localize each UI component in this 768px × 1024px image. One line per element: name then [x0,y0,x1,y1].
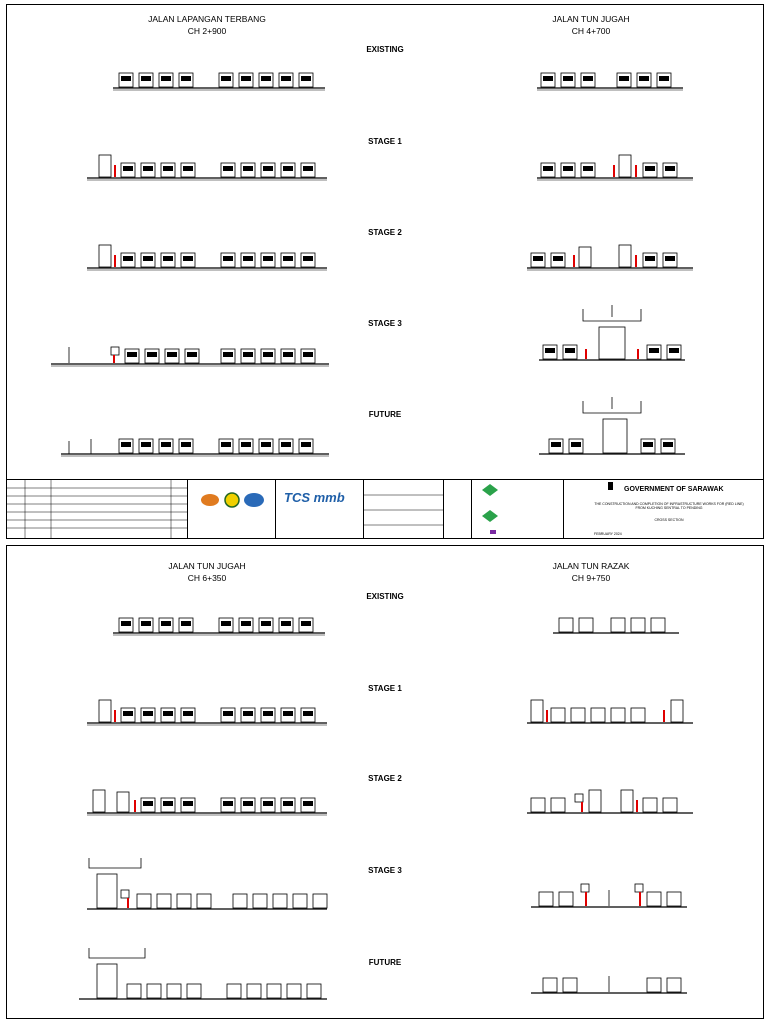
cross-section [535,151,695,187]
approval-block [363,480,443,539]
stage-label-existing: EXISTING [366,592,404,601]
drawing-sheet-2: JALAN TUN JUGAH CH 6+350 JALAN TUN RAZAK… [6,545,764,1019]
road-cross-section-drawing [113,72,325,91]
location-name: JALAN LAPANGAN TERBANG [148,14,266,24]
cross-section [525,786,695,822]
right-location-header: JALAN TUN RAZAK CH 9+750 [481,560,701,584]
cross-section [537,303,687,367]
left-location-header: JALAN TUN JUGAH CH 6+350 [97,560,317,584]
cross-section [77,942,329,1002]
cross-section [525,241,695,277]
stage-label-existing: EXISTING [366,45,404,54]
cross-section [551,612,681,642]
revision-table [7,480,187,539]
cross-section [111,67,327,97]
client-logos [471,480,563,539]
cross-section [85,696,329,732]
location-name: JALAN TUN RAZAK [552,561,630,571]
cross-section [111,612,327,642]
cross-section [85,852,329,916]
drawing-title: CROSS SECTION [654,518,684,522]
cross-section [535,67,685,97]
cross-section [49,341,331,371]
chainage: CH 4+700 [571,26,611,36]
stage-label-stage-1: STAGE 1 [368,684,402,693]
cross-section [59,431,331,461]
title-block: TCS mmb GOVERNMENT OF SARAWAK THE CONSTR… [7,479,763,539]
scale-cell [443,480,471,539]
cross-section [529,970,689,1000]
cross-section [85,786,329,822]
project-title-cell: GOVERNMENT OF SARAWAK THE CONSTRUCTION A… [563,480,765,539]
chainage: CH 2+900 [187,26,227,36]
cross-section [85,151,329,187]
location-name: JALAN TUN JUGAH [552,14,630,24]
government-title: GOVERNMENT OF SARAWAK [624,486,724,493]
cross-section [85,241,329,277]
cross-section [525,696,695,732]
stage-label-stage-1: STAGE 1 [368,137,402,146]
project-description: THE CONSTRUCTION AND COMPLETION OF INFRA… [594,502,744,510]
stage-label-stage-2: STAGE 2 [368,774,402,783]
chainage: CH 6+350 [187,573,227,583]
stage-label-stage-2: STAGE 2 [368,228,402,237]
contractor-logo-text: TCS mmb [284,490,345,505]
cross-section [529,880,689,912]
drawing-date: FEBRUARY 2024 [594,532,622,536]
right-location-header: JALAN TUN JUGAH CH 4+700 [481,13,701,37]
consultant-logos [187,480,275,539]
cross-section [537,395,687,459]
left-location-header: JALAN LAPANGAN TERBANG CH 2+900 [97,13,317,37]
drawing-sheet-1: JALAN LAPANGAN TERBANG CH 2+900 JALAN TU… [6,4,764,539]
chainage: CH 9+750 [571,573,611,583]
contractor-logo: TCS mmb [275,480,363,539]
location-name: JALAN TUN JUGAH [168,561,246,571]
